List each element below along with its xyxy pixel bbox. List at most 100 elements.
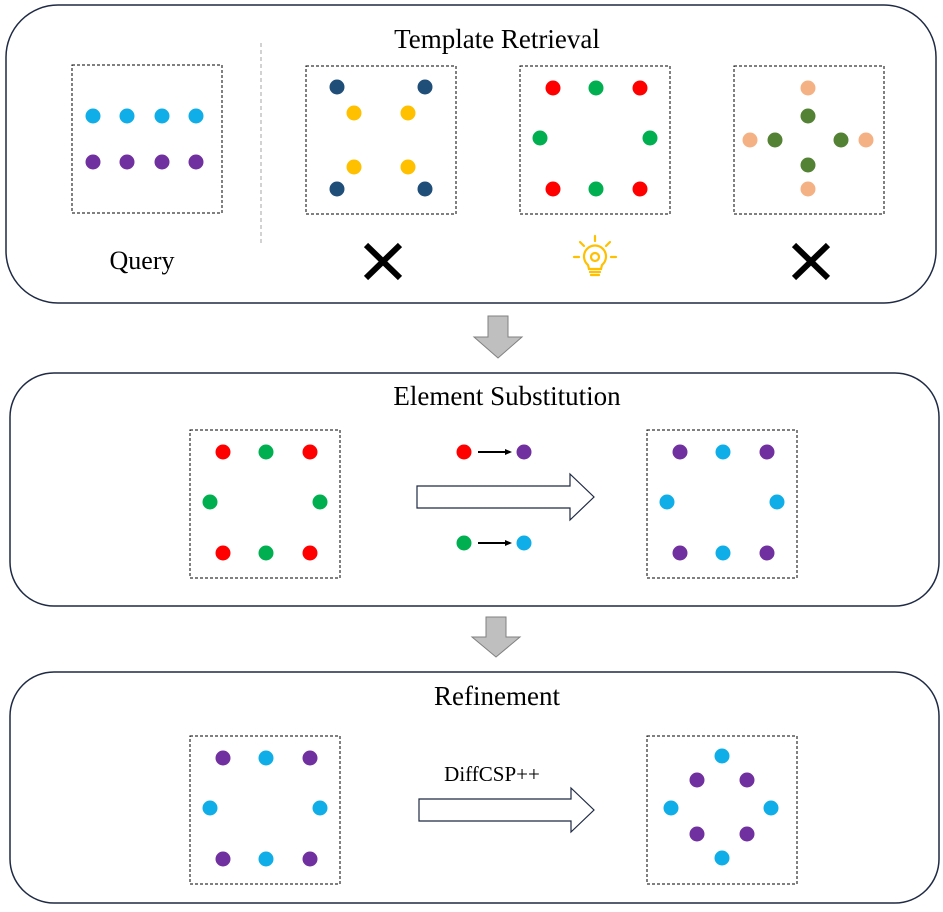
query-atoms bbox=[85, 108, 204, 170]
green-atom bbox=[588, 80, 604, 96]
purple-atom bbox=[302, 750, 318, 766]
template-box bbox=[189, 429, 341, 579]
right-arrow bbox=[418, 786, 595, 834]
peach-atom bbox=[858, 132, 874, 148]
panel-title: Refinement bbox=[434, 681, 560, 711]
cross-icon bbox=[363, 242, 403, 281]
red-atom bbox=[545, 181, 561, 197]
cyan-atom bbox=[714, 748, 730, 764]
method-label: DiffCSP++ bbox=[444, 762, 540, 786]
refined-box bbox=[646, 735, 798, 885]
panel-title: Element Substitution bbox=[393, 381, 621, 411]
navy-atom bbox=[329, 181, 345, 197]
red-atom bbox=[302, 545, 318, 561]
cyan-atom bbox=[663, 800, 679, 816]
purple-atom bbox=[689, 772, 705, 788]
cyan-atom bbox=[516, 535, 532, 551]
purple-atom bbox=[516, 444, 532, 460]
candidate-1-atoms bbox=[329, 79, 433, 197]
cyan-atom bbox=[85, 108, 101, 124]
green-atom bbox=[202, 494, 218, 510]
navy-atom bbox=[417, 181, 433, 197]
down-arrow-2 bbox=[470, 616, 522, 658]
navy-atom bbox=[417, 79, 433, 95]
panel-border bbox=[5, 4, 937, 304]
red-atom bbox=[545, 80, 561, 96]
olive-atom bbox=[833, 132, 849, 148]
cyan-atom bbox=[119, 108, 135, 124]
green-atom bbox=[532, 130, 548, 146]
substituted-atoms bbox=[659, 444, 785, 561]
green-atom bbox=[312, 494, 328, 510]
red-atom bbox=[632, 181, 648, 197]
green-atom bbox=[258, 545, 274, 561]
panel-border bbox=[9, 671, 940, 904]
cyan-atom bbox=[258, 851, 274, 867]
candidate-box-3 bbox=[733, 65, 885, 215]
purple-atom bbox=[689, 826, 705, 842]
down-arrow-1 bbox=[472, 315, 524, 359]
red-atom bbox=[302, 444, 318, 460]
cyan-atom bbox=[763, 800, 779, 816]
purple-atom bbox=[672, 545, 688, 561]
map-arrow-head bbox=[505, 540, 512, 546]
cross-icon bbox=[791, 242, 831, 281]
red-atom bbox=[632, 80, 648, 96]
yellow-atom bbox=[400, 159, 416, 175]
olive-atom bbox=[800, 157, 816, 173]
purple-atom bbox=[739, 826, 755, 842]
cyan-atom bbox=[715, 545, 731, 561]
cyan-atom bbox=[154, 108, 170, 124]
green-atom bbox=[642, 130, 658, 146]
cyan-atom bbox=[202, 800, 218, 816]
cyan-atom bbox=[258, 750, 274, 766]
peach-atom bbox=[800, 181, 816, 197]
purple-atom bbox=[672, 444, 688, 460]
candidate-3-atoms bbox=[742, 80, 874, 197]
panel-template-retrieval: Template Retrieval Query bbox=[5, 4, 937, 304]
yellow-atom bbox=[346, 105, 362, 121]
panel-element-substitution: Element Substitution bbox=[9, 372, 940, 607]
candidate-2-atoms bbox=[532, 80, 658, 197]
purple-atom bbox=[215, 750, 231, 766]
cyan-atom bbox=[714, 850, 730, 866]
purple-atom bbox=[188, 154, 204, 170]
mapping-red-to-purple bbox=[456, 444, 532, 460]
green-atom bbox=[588, 181, 604, 197]
purple-atom bbox=[302, 851, 318, 867]
map-arrow-head bbox=[505, 449, 512, 455]
candidate-box-1 bbox=[305, 65, 457, 215]
panel-title: Template Retrieval bbox=[394, 24, 600, 54]
olive-atom bbox=[767, 132, 783, 148]
cyan-atom bbox=[715, 444, 731, 460]
purple-atom bbox=[85, 154, 101, 170]
purple-atom bbox=[759, 545, 775, 561]
purple-atom bbox=[215, 851, 231, 867]
candidate-box-2 bbox=[519, 65, 671, 215]
navy-atom bbox=[329, 79, 345, 95]
red-atom bbox=[456, 444, 472, 460]
panel-refinement: Refinement DiffCSP++ bbox=[9, 671, 940, 904]
cyan-atom bbox=[188, 108, 204, 124]
query-label: Query bbox=[110, 246, 175, 275]
query-box bbox=[71, 64, 223, 214]
red-atom bbox=[215, 444, 231, 460]
green-atom bbox=[258, 444, 274, 460]
refined-atoms bbox=[663, 748, 779, 866]
purple-atom bbox=[119, 154, 135, 170]
template-atoms bbox=[202, 444, 328, 561]
purple-atom bbox=[154, 154, 170, 170]
cyan-atom bbox=[312, 800, 328, 816]
substituted-box bbox=[646, 429, 798, 579]
mapping-green-to-cyan bbox=[456, 535, 532, 551]
purple-atom bbox=[739, 772, 755, 788]
substituted-atoms bbox=[202, 750, 328, 867]
red-atom bbox=[215, 545, 231, 561]
purple-atom bbox=[759, 444, 775, 460]
yellow-atom bbox=[346, 159, 362, 175]
peach-atom bbox=[800, 80, 816, 96]
yellow-atom bbox=[400, 105, 416, 121]
cyan-atom bbox=[659, 494, 675, 510]
olive-atom bbox=[800, 108, 816, 124]
